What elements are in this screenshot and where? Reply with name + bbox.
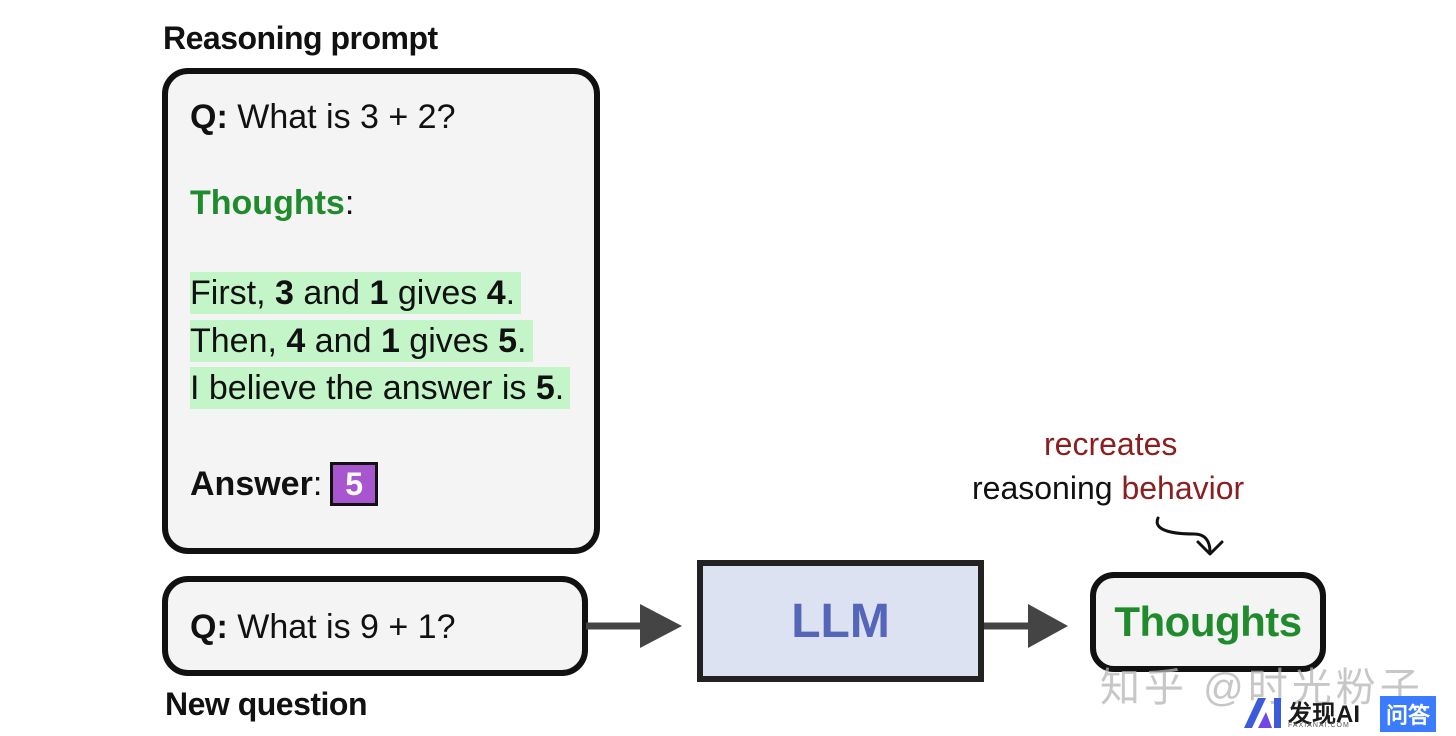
faxian-logo: 发现AI FAXIANAI.COM 问答 <box>1240 694 1456 734</box>
llm-box: LLM <box>697 560 984 682</box>
answer-line: Answer:5 <box>190 462 379 506</box>
annotation-line-2: reasoning behavior <box>972 470 1244 507</box>
step-text: Then, <box>190 322 287 360</box>
step-text: and <box>305 322 381 360</box>
step-num: 3 <box>274 274 294 312</box>
step-num: 4 <box>286 322 306 360</box>
answer-badge: 5 <box>330 462 379 506</box>
annotation-reasoning: reasoning <box>972 470 1122 506</box>
reasoning-step-2: Then, 4 and 1 gives 5. <box>190 320 533 362</box>
reasoning-prompt-heading: Reasoning prompt <box>163 20 438 56</box>
q-label: Q: <box>190 98 228 136</box>
step-3-highlight: I believe the answer is 5. <box>190 367 571 409</box>
step-text: gives <box>399 322 499 360</box>
thoughts-output-label: Thoughts <box>1114 598 1302 645</box>
thoughts-colon: : <box>344 184 355 222</box>
step-text: . <box>517 322 527 360</box>
step-2-highlight: Then, 4 and 1 gives 5. <box>190 320 533 362</box>
step-text: and <box>293 274 370 312</box>
reasoning-prompt-box: Q: What is 3 + 2? Thoughts: First, 3 and… <box>162 68 600 554</box>
step-num: 4 <box>486 274 506 312</box>
reasoning-step-1: First, 3 and 1 gives 4. <box>190 272 522 314</box>
arrow-to-thoughts-icon <box>982 604 1068 648</box>
answer-label: Answer <box>190 465 313 503</box>
new-q-label: Q: <box>190 608 228 646</box>
faxian-ai-logo-icon <box>1244 698 1281 728</box>
step-num: 5 <box>535 369 555 407</box>
answer-colon: : <box>312 465 323 503</box>
thoughts-output-box: Thoughts <box>1090 572 1326 672</box>
llm-label: LLM <box>791 594 890 648</box>
faxian-logo-sub: FAXIANAI.COM <box>1288 722 1350 729</box>
new-question-heading: New question <box>165 686 368 722</box>
annotation-behavior: behavior <box>1121 470 1245 506</box>
q-text: What is 3 + 2? <box>227 98 456 136</box>
step-num: 1 <box>380 322 400 360</box>
curved-arrow-icon <box>1155 516 1224 556</box>
thoughts-line: Thoughts: <box>190 184 354 223</box>
new-q-text: What is 9 + 1? <box>227 608 456 646</box>
new-question-box: Q: What is 9 + 1? <box>162 576 588 676</box>
step-text: . <box>554 369 565 407</box>
step-1-highlight: First, 3 and 1 gives 4. <box>190 272 522 314</box>
step-num: 1 <box>369 274 389 312</box>
step-text: I believe the answer is <box>190 369 536 407</box>
step-num: 5 <box>498 322 518 360</box>
thoughts-label: Thoughts <box>190 184 345 222</box>
faxian-logo-text: 发现AI <box>1288 701 1360 728</box>
reasoning-step-3: I believe the answer is 5. <box>190 367 571 409</box>
wenda-badge: 问答 <box>1380 696 1437 732</box>
step-text: First, <box>190 274 275 312</box>
annotation-recreates: recreates <box>1044 426 1178 462</box>
prompt-question: Q: What is 3 + 2? <box>190 98 456 137</box>
step-text: . <box>505 274 516 312</box>
step-text: gives <box>388 274 487 312</box>
arrow-to-llm-icon <box>586 604 682 648</box>
new-question-text: Q: What is 9 + 1? <box>190 608 456 647</box>
